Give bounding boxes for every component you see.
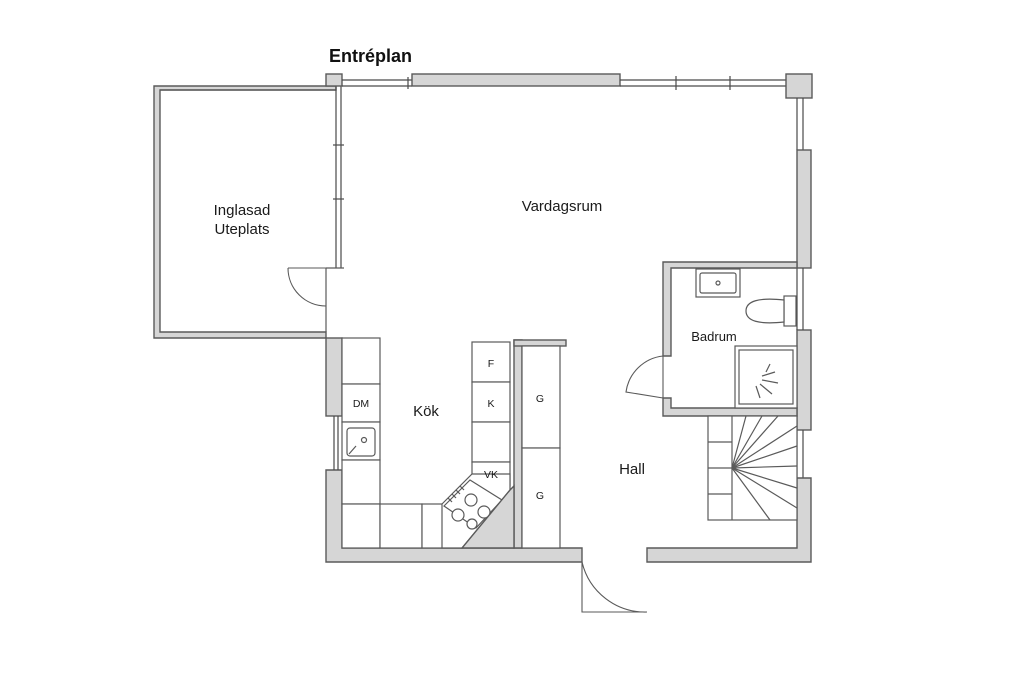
staircase [707,415,798,521]
kitchen [341,337,523,549]
label-fridge: K [487,398,494,410]
glazed-patio [153,85,344,339]
label-kitchen: Kök [413,403,439,420]
room-labels: Inglasad Uteplats Vardagsrum Badrum Kök … [214,198,737,478]
label-wardrobe-upper: G [536,393,544,405]
label-hall: Hall [619,461,645,478]
label-dishwasher: DM [353,398,369,410]
plan-title: Entréplan [329,46,412,66]
label-wardrobe-lower: G [536,490,544,502]
outer-walls [325,73,813,563]
label-bathroom: Badrum [691,329,737,344]
label-patio-line1: Inglasad [214,202,271,219]
bathroom [625,261,798,417]
fixture-labels: DM F K VK G G [353,358,544,502]
label-patio-line2: Uteplats [214,221,269,238]
label-oven: VK [484,469,498,481]
hall-wardrobes [513,339,567,549]
doors [287,267,648,613]
label-freezer: F [488,358,494,370]
label-living-room: Vardagsrum [522,198,603,215]
